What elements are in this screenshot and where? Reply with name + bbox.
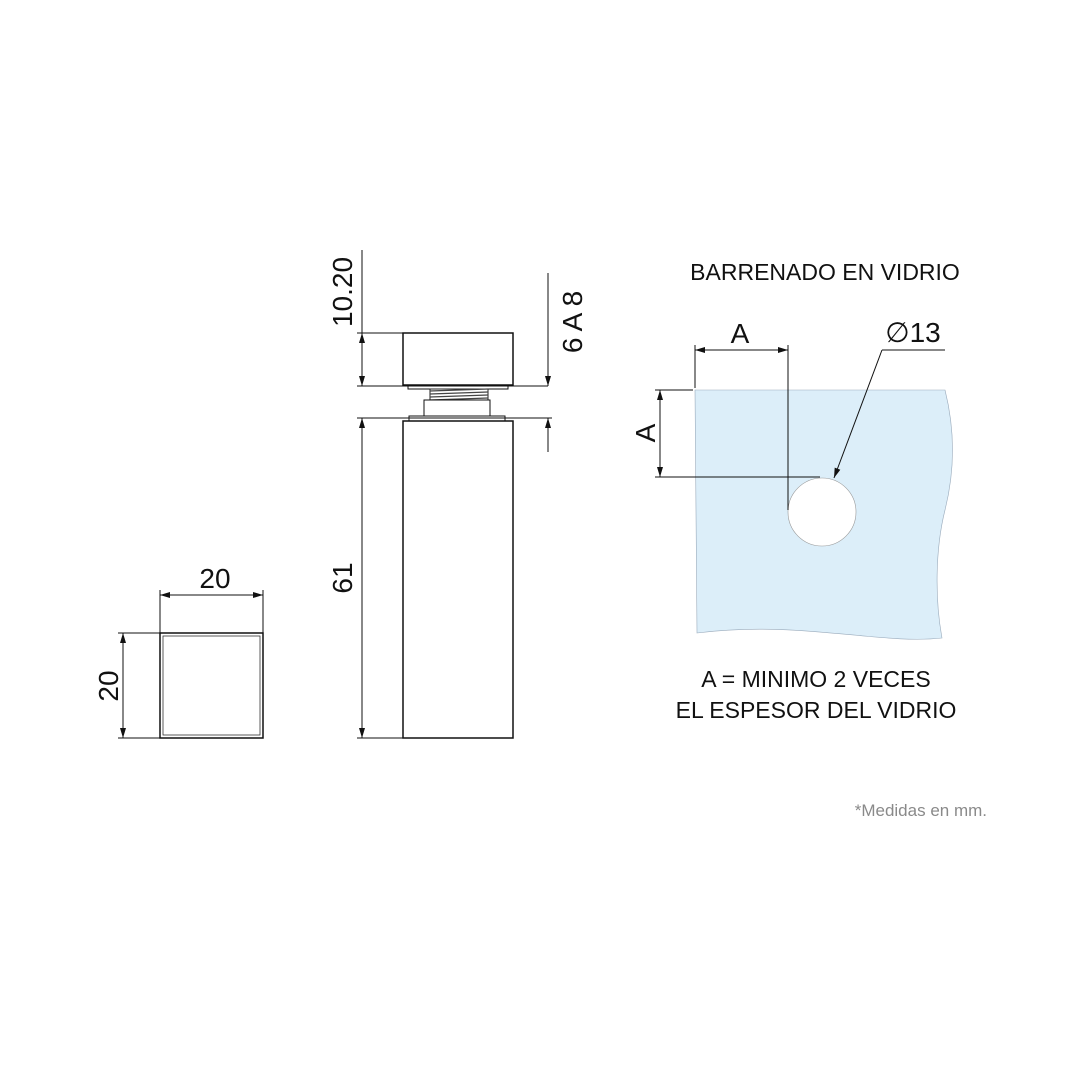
glass-thickness-label: 6 A 8 (557, 291, 588, 353)
threaded-rod (429, 388, 489, 401)
note-line-2: EL ESPESOR DEL VIDRIO (676, 697, 957, 723)
detail-title: BARRENADO EN VIDRIO (690, 259, 960, 285)
hole-diameter-label: ∅13 (885, 317, 941, 348)
square-profile (159, 632, 264, 739)
standoff-body (402, 420, 514, 739)
note-line-1: A = MINIMO 2 VECES (701, 666, 930, 692)
height-label: 20 (93, 670, 124, 701)
horizontal-edge-label: A (731, 318, 750, 349)
drill-hole (787, 477, 857, 547)
vertical-edge-label: A (630, 423, 661, 442)
standoff-cap (402, 332, 514, 386)
cap-height-label: 10.20 (327, 257, 358, 327)
width-label: 20 (199, 563, 230, 594)
body-height-label: 61 (327, 562, 358, 593)
rod-neck (423, 399, 491, 417)
square-inner-edge (162, 635, 261, 736)
units-footnote: *Medidas en mm. (855, 801, 987, 820)
square-top-view: 20 20 (93, 563, 264, 739)
standoff-side-view: 10.20 61 6 A 8 (327, 250, 588, 739)
leader-arrow (833, 349, 883, 479)
glass-drilling-detail: BARRENADO EN VIDRIO A A ∅13 A = MINIMO 2… (630, 259, 960, 723)
